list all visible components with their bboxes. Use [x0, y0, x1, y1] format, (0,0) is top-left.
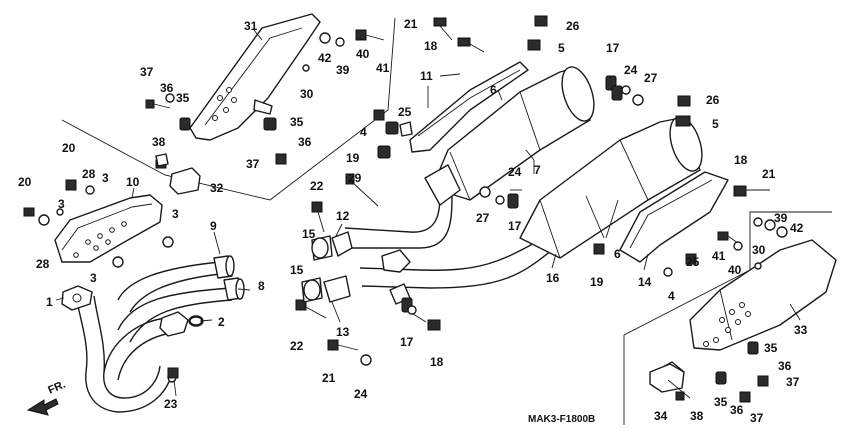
callout-1: 1	[46, 295, 53, 309]
callout-25: 25	[398, 105, 412, 119]
muffler-guard-14	[619, 171, 729, 263]
callout-24: 24	[508, 165, 522, 179]
leader-lines	[55, 29, 801, 399]
callout-26: 26	[706, 93, 720, 107]
muffler-guard-11	[399, 61, 529, 153]
callout-41: 41	[376, 61, 390, 75]
callout-30: 30	[300, 87, 314, 101]
callout-37: 37	[750, 411, 764, 425]
callout-17: 17	[508, 219, 522, 233]
callout-35: 35	[764, 341, 778, 355]
callout-22: 22	[290, 339, 304, 353]
callout-21: 21	[322, 371, 336, 385]
callout-35: 35	[176, 91, 190, 105]
callout-11: 11	[420, 69, 433, 83]
callout-38: 38	[690, 409, 704, 423]
callout-31: 31	[244, 19, 258, 33]
callout-27: 27	[644, 71, 658, 85]
callout-10: 10	[126, 175, 140, 189]
callout-27: 27	[476, 211, 490, 225]
callout-16: 16	[546, 271, 560, 285]
callout-40: 40	[356, 47, 370, 61]
callout-36: 36	[730, 403, 744, 417]
callout-7: 7	[534, 163, 541, 177]
callout-36: 36	[160, 81, 174, 95]
callout-36: 36	[298, 135, 312, 149]
callout-18: 18	[734, 153, 748, 167]
callout-28: 28	[36, 257, 50, 271]
callout-40: 40	[728, 263, 742, 277]
forward-direction-arrow: FR.	[26, 379, 67, 416]
callout-20: 20	[62, 141, 76, 155]
front-heat-shield-10	[54, 194, 163, 263]
callout-36: 36	[778, 359, 792, 373]
callout-39: 39	[774, 211, 788, 225]
callout-19: 19	[346, 151, 360, 165]
callout-24: 24	[624, 63, 638, 77]
callout-32: 32	[210, 181, 224, 195]
callout-5: 5	[712, 117, 719, 131]
callout-21: 21	[762, 167, 776, 181]
callout-42: 42	[318, 51, 332, 65]
callout-3: 3	[90, 271, 97, 285]
callout-3: 3	[58, 197, 65, 211]
callout-38: 38	[152, 135, 166, 149]
callout-23: 23	[164, 397, 178, 411]
diagram-code: MAK3-F1800B	[528, 414, 595, 425]
callout-4: 4	[360, 125, 367, 139]
callout-2: 2	[218, 315, 225, 329]
callout-22: 22	[310, 179, 324, 193]
callout-6: 6	[614, 247, 621, 261]
direction-label: FR.	[46, 379, 67, 397]
callout-8: 8	[258, 279, 265, 293]
callout-18: 18	[430, 355, 444, 369]
callout-39: 39	[336, 63, 350, 77]
callout-6: 6	[490, 83, 497, 97]
lower-muffler-16	[519, 116, 703, 259]
callout-24: 24	[354, 387, 368, 401]
callout-19: 19	[590, 275, 604, 289]
callout-3: 3	[172, 207, 179, 221]
middle-pipe	[344, 189, 553, 305]
callout-37: 37	[246, 157, 260, 171]
callout-30: 30	[752, 243, 766, 257]
callout-15: 15	[302, 227, 316, 241]
callout-35: 35	[714, 395, 728, 409]
callout-33: 33	[794, 323, 808, 337]
callout-37: 37	[786, 375, 800, 389]
callout-29: 29	[348, 171, 362, 185]
callout-42: 42	[790, 221, 804, 235]
upper-muffler-7	[424, 66, 595, 206]
callout-26: 26	[566, 19, 580, 33]
callout-20: 20	[18, 175, 32, 189]
callout-17: 17	[400, 335, 414, 349]
callout-35: 35	[290, 115, 304, 129]
callout-numbers: 1 2 3 3 3 3 4 4 5 5 6 6 7 8 9 10 11 12 1…	[18, 17, 808, 425]
callout-15: 15	[290, 263, 304, 277]
callout-34: 34	[654, 409, 668, 423]
rear-heat-shield-31	[61, 13, 396, 201]
callout-12: 12	[336, 209, 350, 223]
callout-18: 18	[424, 39, 438, 53]
callout-14: 14	[638, 275, 652, 289]
callout-5: 5	[558, 41, 565, 55]
callout-13: 13	[336, 325, 350, 339]
callout-3: 3	[102, 171, 109, 185]
callout-4: 4	[668, 289, 675, 303]
callout-17: 17	[606, 41, 620, 55]
callout-28: 28	[82, 167, 96, 181]
callout-41: 41	[712, 249, 726, 263]
callout-37: 37	[140, 65, 154, 79]
callout-9: 9	[210, 219, 217, 233]
callout-25: 25	[686, 255, 700, 269]
callout-21: 21	[404, 17, 418, 31]
